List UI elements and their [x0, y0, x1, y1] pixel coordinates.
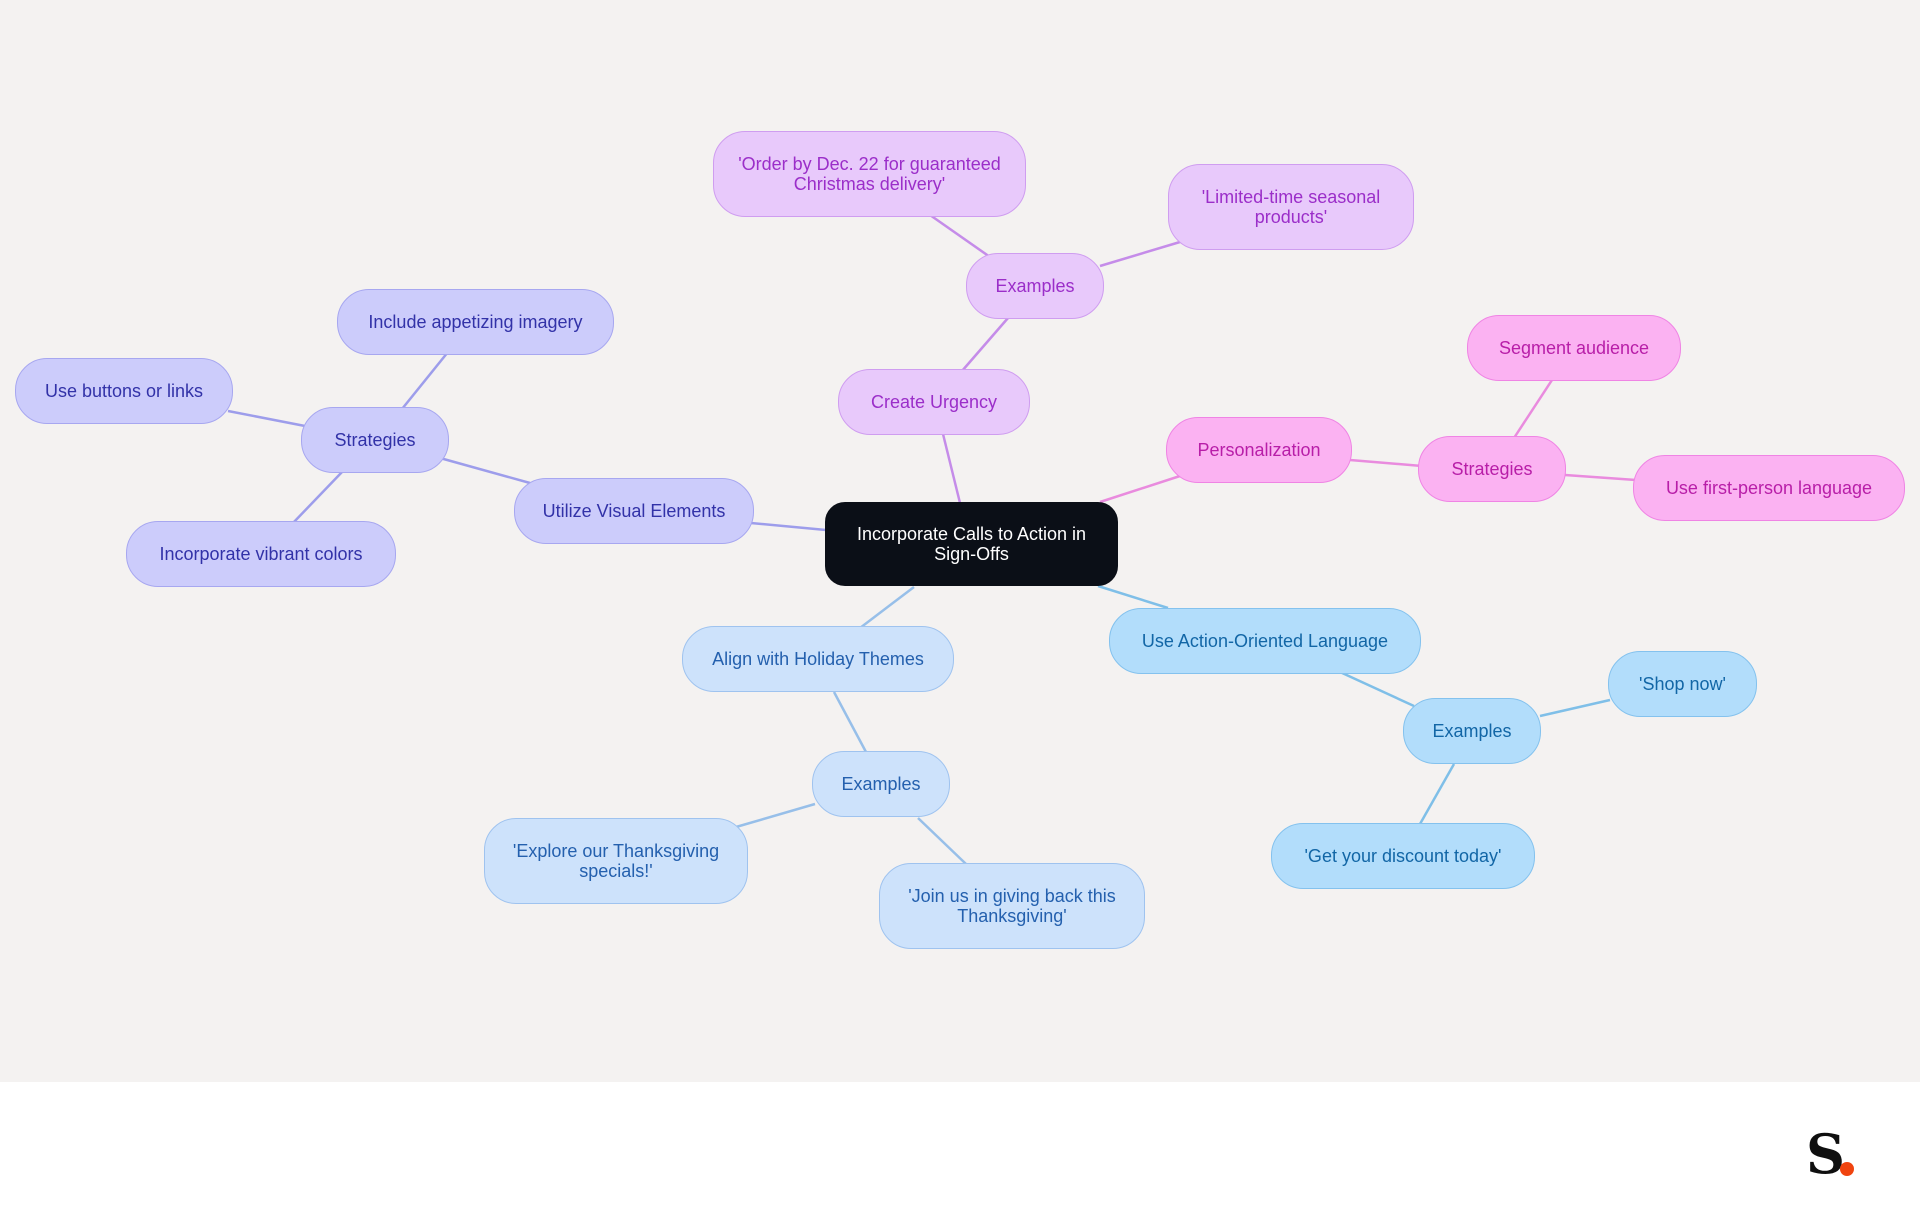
holiday-example-explore[interactable]: 'Explore our Thanksgiving specials!' — [484, 818, 748, 904]
logo-letter: S — [1806, 1122, 1845, 1186]
edge-urgency-examples — [961, 317, 1009, 372]
edge-center-visual — [739, 520, 827, 532]
edge-center-action — [1097, 584, 1169, 610]
edge-action-examples — [1339, 670, 1415, 708]
holiday-example-join[interactable]: 'Join us in giving back this Thanksgivin… — [879, 863, 1145, 949]
visual-strategy-buttons[interactable]: Use buttons or links — [15, 358, 233, 424]
edge-hex-explore — [735, 802, 816, 829]
branch-visual-elements[interactable]: Utilize Visual Elements — [514, 478, 754, 544]
mindmap-edges — [227, 213, 1637, 865]
edge-center-holiday — [859, 586, 915, 629]
edge-pers-strategies — [1349, 458, 1423, 468]
action-examples-node[interactable]: Examples — [1403, 698, 1541, 764]
edge-visual-strategies — [439, 456, 531, 485]
personalization-strategy-first-person[interactable]: Use first-person language — [1633, 455, 1905, 521]
mindmap-canvas: Incorporate Calls to Action in Sign-Offs… — [0, 0, 1920, 1082]
branch-holiday-themes[interactable]: Align with Holiday Themes — [682, 626, 954, 692]
visual-strategies-node[interactable]: Strategies — [301, 407, 449, 473]
personalization-strategies-node[interactable]: Strategies — [1418, 436, 1566, 502]
action-example-discount[interactable]: 'Get your discount today' — [1271, 823, 1535, 889]
branch-action-oriented-language[interactable]: Use Action-Oriented Language — [1109, 608, 1421, 674]
brand-logo: S — [1806, 1126, 1866, 1182]
edge-pstrat-firstperson — [1564, 473, 1637, 482]
visual-strategy-colors[interactable]: Incorporate vibrant colors — [126, 521, 396, 587]
edge-pstrat-segment — [1512, 379, 1554, 439]
action-example-shop-now[interactable]: 'Shop now' — [1608, 651, 1757, 717]
urgency-examples-node[interactable]: Examples — [966, 253, 1104, 319]
edge-center-urgency — [941, 433, 962, 504]
edge-uex-limited — [1099, 240, 1181, 268]
edge-vstrat-colors — [292, 471, 343, 524]
urgency-example-order[interactable]: 'Order by Dec. 22 for guaranteed Christm… — [713, 131, 1026, 217]
edge-uex-order — [929, 213, 991, 259]
edge-vstrat-imagery — [401, 351, 449, 410]
holiday-examples-node[interactable]: Examples — [812, 751, 950, 817]
logo-dot-icon — [1840, 1162, 1854, 1176]
branch-create-urgency[interactable]: Create Urgency — [838, 369, 1030, 435]
edge-aex-discount — [1418, 763, 1456, 825]
central-topic[interactable]: Incorporate Calls to Action in Sign-Offs — [825, 502, 1118, 586]
urgency-example-limited[interactable]: 'Limited-time seasonal products' — [1168, 164, 1414, 250]
edge-holiday-examples — [832, 691, 868, 753]
branch-personalization[interactable]: Personalization — [1166, 417, 1352, 483]
edge-center-personalization — [1099, 474, 1181, 504]
edge-vstrat-buttons — [227, 409, 306, 428]
edge-aex-shop — [1539, 698, 1611, 718]
visual-strategy-imagery[interactable]: Include appetizing imagery — [337, 289, 614, 355]
edge-hex-join — [917, 817, 967, 865]
personalization-strategy-segment[interactable]: Segment audience — [1467, 315, 1681, 381]
